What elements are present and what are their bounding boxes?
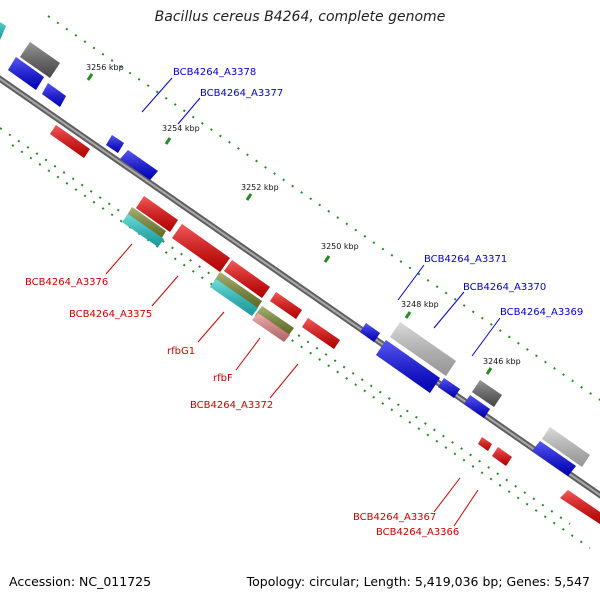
kbp-label: 3254 kbp (162, 124, 200, 133)
leader-lines-forward (141, 77, 501, 357)
gene-label[interactable]: BCB4264_A3377 (200, 88, 283, 99)
gene-label[interactable]: BCB4264_A3369 (500, 307, 583, 318)
gene-label[interactable]: BCB4264_A3372 (190, 400, 273, 411)
reverse-genes (50, 125, 600, 524)
accession-text: Accession: NC_011725 (9, 574, 152, 589)
genome-backbone (0, 75, 600, 499)
gene-label[interactable]: BCB4264_A3376 (25, 277, 108, 288)
gene-arrow[interactable] (302, 318, 340, 349)
kbp-label: 3256 kbp (86, 63, 124, 72)
gene-label[interactable]: BCB4264_A3367 (353, 512, 436, 523)
gene-arrow[interactable] (492, 447, 512, 466)
tick-track-inner-2 (11, 144, 591, 549)
gene-label[interactable]: BCB4264_A3366 (376, 527, 459, 538)
kbp-label: 3250 kbp (321, 242, 359, 251)
gene-arrow[interactable] (42, 83, 66, 107)
topology-text: Topology: circular; Length: 5,419,036 bp… (246, 574, 590, 589)
gene-label[interactable]: rfbF (213, 373, 233, 384)
gene-arrow[interactable] (560, 490, 600, 524)
kbp-label: 3252 kbp (241, 183, 279, 192)
kbp-label: 3248 kbp (401, 300, 439, 309)
gene-label[interactable]: BCB4264_A3371 (424, 254, 507, 265)
forward-genes (0, 18, 590, 476)
gene-arrow[interactable] (106, 135, 124, 153)
major-ticks (86, 73, 493, 375)
tick-track-outer (47, 15, 600, 401)
gene-arrow[interactable] (478, 437, 492, 451)
map-title: Bacillus cereus B4264, complete genome (154, 9, 446, 25)
gene-arrow[interactable] (0, 18, 6, 40)
gene-label[interactable]: rfbG1 (167, 346, 195, 357)
gene-label[interactable]: BCB4264_A3378 (173, 67, 256, 78)
gene-label[interactable]: BCB4264_A3370 (463, 282, 546, 293)
kbp-label: 3246 kbp (483, 357, 521, 366)
leader-lines-reverse (105, 243, 479, 527)
gene-label[interactable]: BCB4264_A3375 (69, 309, 152, 320)
